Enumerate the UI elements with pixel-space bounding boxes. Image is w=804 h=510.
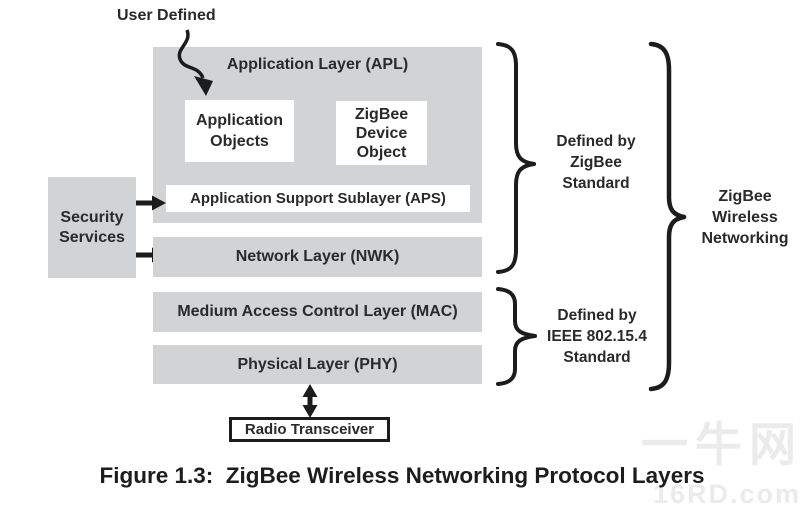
watermark-cjk-text: 一牛网 [641,418,803,471]
aps-sublayer-bar: Application Support Sublayer (APS) [166,185,470,212]
figure-caption: Figure 1.3: ZigBee Wireless Networking P… [99,463,705,488]
watermark-domain-text: 16RD.com [653,479,802,509]
user-defined-arrowhead-icon [194,76,213,96]
brace-zigbee-networking [648,41,687,392]
radio-transceiver-box: Radio Transceiver [229,417,390,442]
user-defined-arrow [177,29,213,96]
zigbee-standard-label: Defined by ZigBee Standard [556,133,636,192]
mac-layer-bar: Medium Access Control Layer (MAC) [153,292,482,332]
phy-layer-bar: Physical Layer (PHY) [153,345,482,384]
zigbee-device-object-box: ZigBee Device Object [336,101,427,165]
application-objects-box: Application Objects [185,100,294,162]
user-defined-label: User Defined [117,7,216,24]
brace-zigbee-standard [496,42,536,274]
ieee-standard-label: Defined by IEEE 802.15.4 Standard [547,307,647,366]
security-services-box: Security Services [48,177,136,278]
phy-radio-arrow [302,384,318,418]
network-layer-bar: Network Layer (NWK) [153,237,482,277]
apl-layer-title: Application Layer (APL) [226,56,409,73]
brace-ieee-standard [496,287,537,386]
zigbee-networking-label: ZigBee Wireless Networking [701,188,789,247]
